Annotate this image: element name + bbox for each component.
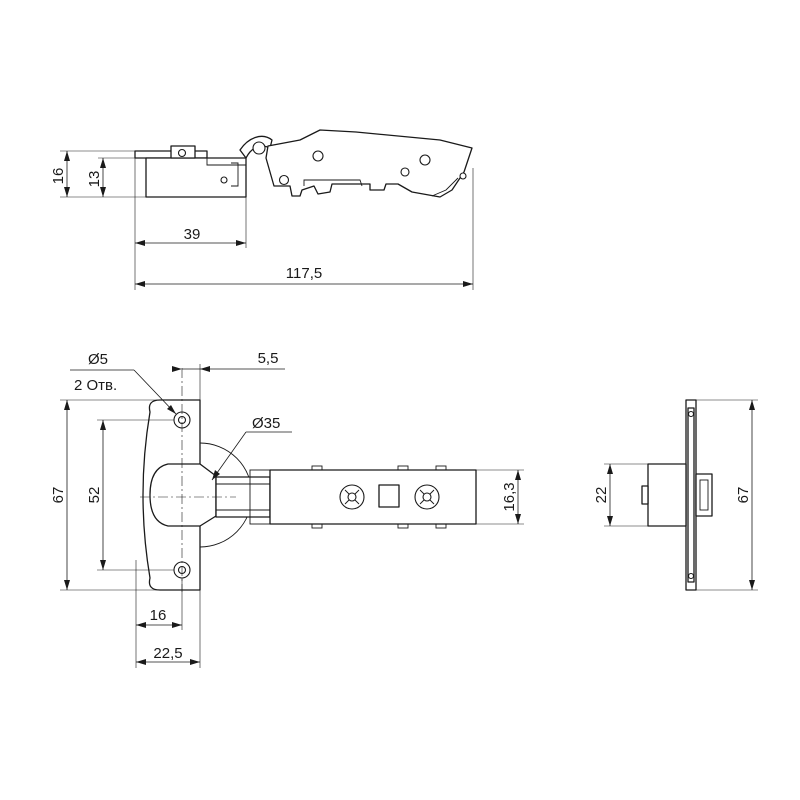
dim-label-hole-diameter: Ø5 [88, 351, 108, 368]
front-hinge-knuckle [215, 476, 271, 518]
front-adjust-screw-left-core [347, 492, 357, 502]
end-view: 22 67 [593, 399, 758, 591]
arrow-icon [172, 366, 182, 372]
side-cup-inner [206, 158, 246, 166]
arrow-icon [64, 151, 70, 161]
dim-label-5-5: 5,5 [258, 350, 279, 367]
front-arm-tab-top-2 [397, 465, 409, 471]
arrow-icon [749, 580, 755, 590]
dim-label-hole-count: 2 Отв. [74, 377, 117, 394]
side-arm-rivet-4-icon [400, 167, 410, 177]
dim-label-67-front: 67 [50, 487, 67, 504]
front-arm-tab-bot-1 [311, 523, 323, 529]
front-arm-square-hole [378, 484, 400, 508]
side-arm-tail [431, 177, 459, 197]
side-cup-body [145, 157, 247, 198]
end-plate-hole-bottom-icon [687, 572, 695, 580]
front-arm-tab-top-1 [311, 465, 323, 471]
arrow-icon [463, 281, 473, 287]
arrow-icon [135, 281, 145, 287]
arrow-icon [190, 659, 200, 665]
side-arm-rivet-1-icon [312, 150, 324, 162]
arrow-icon [749, 400, 755, 410]
side-view: 16 13 39 117,5 [50, 129, 474, 290]
side-arm-rivet-3-icon [419, 154, 431, 166]
front-arm-tab-bot-2 [397, 523, 409, 529]
arrow-icon [136, 659, 146, 665]
dim-label-117-5: 117,5 [286, 265, 322, 282]
end-plate-hole-top-icon [687, 410, 695, 418]
dim-label-22: 22 [593, 487, 610, 504]
arrow-icon [100, 187, 106, 197]
front-view: Ø5 2 Отв. 5,5 Ø35 67 52 16,3 [50, 350, 524, 668]
leader-cup-diagonal [211, 431, 247, 481]
leader-hole-diagonal [133, 369, 177, 415]
arrow-icon [64, 187, 70, 197]
dim-label-22-5: 22,5 [153, 645, 182, 662]
arrow-icon [100, 158, 106, 168]
dim-label-39: 39 [184, 226, 201, 243]
dim-label-52: 52 [86, 487, 103, 504]
arrow-icon [515, 514, 521, 524]
side-arm-edge [303, 179, 363, 187]
arrow-icon [135, 240, 145, 246]
arrow-icon [236, 240, 246, 246]
side-screw-icon [177, 148, 187, 158]
arrow-icon [515, 470, 521, 480]
side-arm [265, 129, 473, 198]
arrow-icon [167, 405, 176, 414]
arrow-icon [64, 580, 70, 590]
dim-label-16-front: 16 [150, 607, 167, 624]
arrow-icon [64, 400, 70, 410]
side-cup-notch [231, 162, 239, 187]
front-cup-pocket [149, 463, 217, 527]
end-plate-edge [687, 407, 695, 583]
dim-label-16-3: 16,3 [501, 482, 518, 511]
side-arm-rivet-5-icon [459, 172, 467, 180]
front-arm-tab-bot-3 [435, 523, 447, 529]
front-arm [269, 469, 477, 525]
arrow-icon [136, 622, 146, 628]
end-cup-body [647, 463, 687, 527]
front-adjust-screw-right-core [422, 492, 432, 502]
arrow-icon [212, 470, 220, 480]
end-cup-lip [641, 485, 649, 505]
dim-label-13: 13 [86, 171, 103, 188]
arrow-icon [172, 622, 182, 628]
dim-label-67-end: 67 [735, 487, 752, 504]
side-arm-rivet-2-icon [278, 174, 290, 186]
front-arm-tab-top-3 [435, 465, 447, 471]
arrow-icon [100, 560, 106, 570]
side-cup-pin-icon [220, 176, 228, 184]
dim-label-cup-diameter: Ø35 [252, 415, 280, 432]
arrow-icon [607, 516, 613, 526]
arrow-icon [100, 420, 106, 430]
end-knuckle-inner [699, 479, 709, 511]
dim-label-16: 16 [50, 168, 67, 185]
arrow-icon [200, 366, 210, 372]
side-pivot-icon [252, 141, 266, 155]
arrow-icon [607, 464, 613, 474]
